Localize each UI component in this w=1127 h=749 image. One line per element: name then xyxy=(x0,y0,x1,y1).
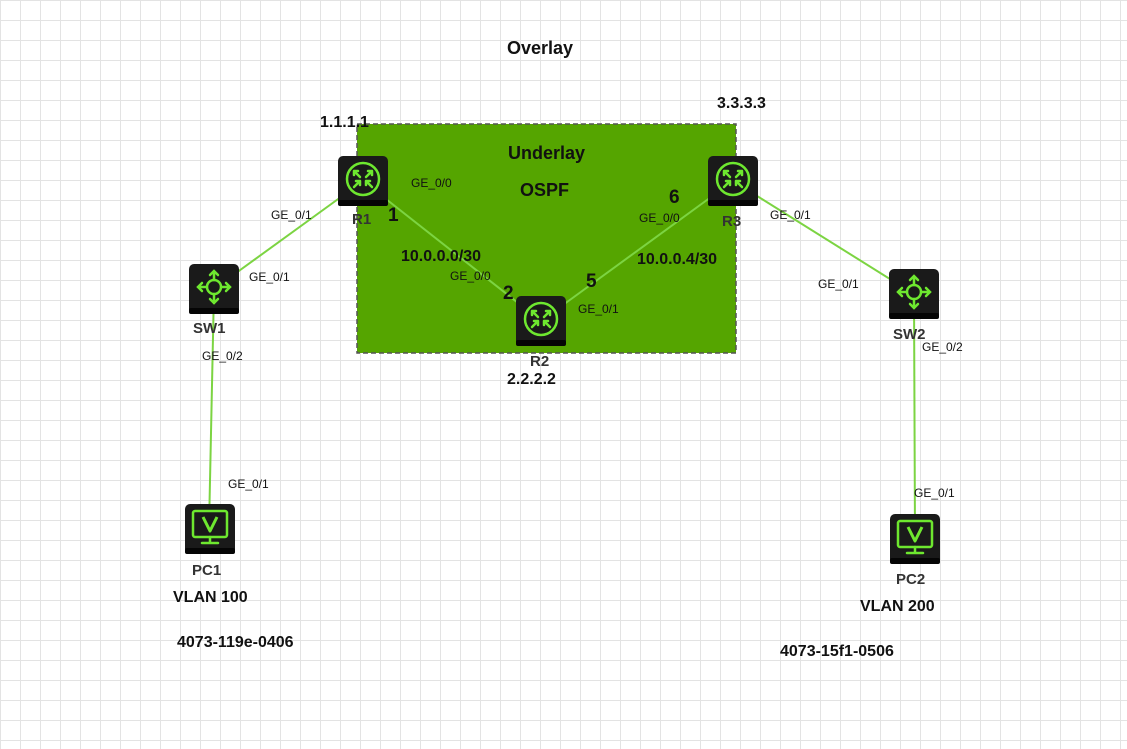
sw1-ge02-label: GE_0/2 xyxy=(202,349,243,363)
switch-icon xyxy=(889,269,939,319)
pc2-mac: 4073-15f1-0506 xyxy=(780,643,894,660)
r1-host-octet: 1 xyxy=(388,205,399,226)
router-r3[interactable] xyxy=(708,156,758,206)
r1-r2-network: 10.0.0.0/30 xyxy=(401,248,482,265)
pc1-mac: 4073-119e-0406 xyxy=(177,634,294,651)
sw2-ge01-label: GE_0/1 xyxy=(818,277,859,291)
r2-ge00-label: GE_0/0 xyxy=(450,269,491,283)
link-r1-r2[interactable] xyxy=(362,180,542,322)
pc1-vlan: VLAN 100 xyxy=(173,589,248,606)
pc-pc2[interactable] xyxy=(890,514,940,564)
link-sw1-pc1[interactable] xyxy=(208,288,215,530)
link-sw2-pc2[interactable] xyxy=(913,293,916,540)
router-r2[interactable] xyxy=(516,296,566,346)
switch-sw2[interactable] xyxy=(889,269,939,319)
switch-icon xyxy=(189,264,239,314)
r3-name: R3 xyxy=(722,213,742,230)
r1-ge00-label: GE_0/0 xyxy=(411,176,452,190)
pc-icon xyxy=(185,504,235,554)
overlay-title: Overlay xyxy=(507,38,574,58)
pc-icon xyxy=(890,514,940,564)
link-r3-sw2[interactable] xyxy=(732,180,915,295)
pc2-vlan: VLAN 200 xyxy=(860,598,935,615)
r3-host-octet: 6 xyxy=(669,187,680,208)
switch-sw1[interactable] xyxy=(189,264,239,314)
router-icon xyxy=(708,156,758,206)
router-icon xyxy=(516,296,566,346)
underlay-protocol: OSPF xyxy=(520,180,570,200)
sw1-ge01-label: GE_0/1 xyxy=(249,270,290,284)
r3-router-id: 3.3.3.3 xyxy=(717,95,766,112)
router-r1[interactable] xyxy=(338,156,388,206)
r2-r3-network: 10.0.0.4/30 xyxy=(637,251,718,268)
router-icon xyxy=(338,156,388,206)
r1-router-id: 1.1.1.1 xyxy=(320,114,369,131)
r2-name: R2 xyxy=(530,353,550,370)
r2-router-id: 2.2.2.2 xyxy=(507,371,556,388)
pc-pc1[interactable] xyxy=(185,504,235,554)
pc2-ge01-label: GE_0/1 xyxy=(914,486,955,500)
r2-ge01-label: GE_0/1 xyxy=(578,302,619,316)
r1-name: R1 xyxy=(352,211,372,228)
pc2-name: PC2 xyxy=(896,571,926,588)
link-r2-r3[interactable] xyxy=(540,180,734,322)
pc1-ge01-label: GE_0/1 xyxy=(228,477,269,491)
r3-ge01-label: GE_0/1 xyxy=(770,208,811,222)
underlay-title: Underlay xyxy=(508,143,586,163)
r2-host-octet-5: 5 xyxy=(586,271,597,292)
r2-host-octet-2: 2 xyxy=(503,283,514,304)
sw2-ge02-label: GE_0/2 xyxy=(922,340,963,354)
pc1-name: PC1 xyxy=(192,562,222,579)
r3-ge00-label: GE_0/0 xyxy=(639,211,680,225)
r1-ge01-label: GE_0/1 xyxy=(271,208,312,222)
sw2-name: SW2 xyxy=(893,326,926,343)
sw1-name: SW1 xyxy=(193,320,226,337)
